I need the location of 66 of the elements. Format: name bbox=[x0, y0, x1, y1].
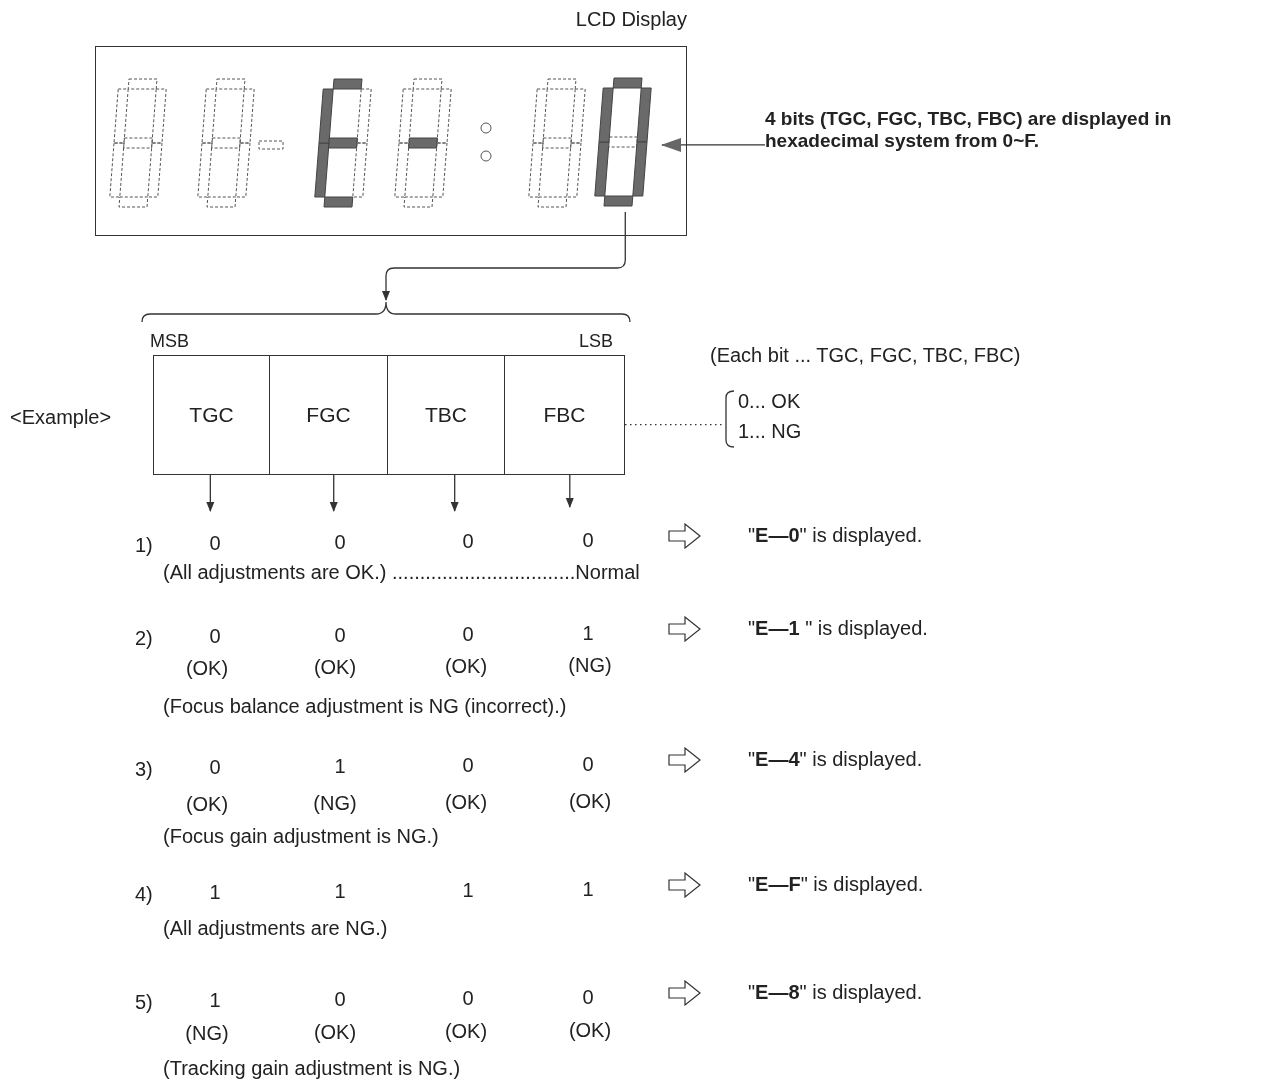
row-number: 1) bbox=[135, 533, 153, 557]
note: (Focus gain adjustment is NG.) bbox=[163, 824, 439, 848]
display-result: "E—0" is displayed. bbox=[748, 523, 923, 547]
bit-value: 0 bbox=[462, 753, 474, 777]
bit-value: 0 bbox=[582, 528, 594, 552]
callout-text: 4 bits (TGC, FGC, TBC, FBC) are displayed in hexadecimal system from 0~F. bbox=[765, 108, 1173, 152]
bit-value: 1 bbox=[209, 988, 221, 1012]
bit-value: 0 bbox=[582, 752, 594, 776]
status-text: (OK) bbox=[444, 654, 488, 678]
example-label: <Example> bbox=[10, 405, 112, 429]
bit-value: 0 bbox=[209, 624, 221, 648]
arrow bbox=[329, 474, 338, 512]
row-number: 3) bbox=[135, 757, 153, 781]
status-text: (OK) bbox=[444, 790, 488, 814]
msb-label: MSB bbox=[150, 331, 189, 352]
leader-line bbox=[624, 423, 723, 426]
bit-value: 1 bbox=[334, 754, 346, 778]
display-title: LCD Display bbox=[575, 8, 687, 31]
note: (All adjustments are NG.) bbox=[163, 916, 388, 940]
row-number: 2) bbox=[135, 626, 153, 650]
bit-cell: TBC bbox=[388, 355, 505, 475]
note: (Focus balance adjustment is NG (incorrect).) bbox=[163, 694, 567, 718]
arrow bbox=[206, 474, 215, 512]
bit-meaning: 1... NG bbox=[738, 420, 802, 443]
arrow bbox=[382, 211, 626, 301]
bit-value: 0 bbox=[462, 986, 474, 1010]
arrow bbox=[450, 474, 459, 512]
status-text: (OK) bbox=[568, 789, 612, 813]
arrow bbox=[661, 137, 766, 152]
bit-value: 1 bbox=[582, 621, 594, 645]
bit-value: 0 bbox=[462, 529, 474, 553]
display-result: "E—8" is displayed. bbox=[748, 980, 923, 1004]
status-text: (NG) bbox=[568, 653, 612, 677]
row-number: 5) bbox=[135, 990, 153, 1014]
status-text: (OK) bbox=[185, 792, 229, 816]
row-number: 4) bbox=[135, 882, 153, 906]
display-result: "E—F" is displayed. bbox=[748, 872, 924, 896]
bit-value: 0 bbox=[462, 622, 474, 646]
bit-value: 0 bbox=[582, 985, 594, 1009]
status-text: (NG) bbox=[313, 791, 357, 815]
status-text: (OK) bbox=[313, 1020, 357, 1044]
status-text: (OK) bbox=[568, 1018, 612, 1042]
display-result: "E—1 " is displayed. bbox=[748, 616, 928, 640]
status-text: (OK) bbox=[185, 656, 229, 680]
display-result: "E—4" is displayed. bbox=[748, 747, 923, 771]
bit-value: 0 bbox=[209, 755, 221, 779]
bit-meaning: 0... OK bbox=[738, 390, 801, 413]
arrow bbox=[565, 474, 574, 508]
bit-value: 0 bbox=[209, 531, 221, 555]
bit-cell: FBC bbox=[505, 355, 625, 475]
bit-cell: TGC bbox=[153, 355, 270, 475]
bit-cell: FGC bbox=[270, 355, 388, 475]
status-text: (NG) bbox=[185, 1021, 229, 1045]
note: (Each bit ... TGC, FGC, TBC, FBC) bbox=[710, 343, 1021, 367]
status-text: (OK) bbox=[313, 655, 357, 679]
bit-value: 1 bbox=[462, 878, 474, 902]
note: (Tracking gain adjustment is NG.) bbox=[163, 1056, 461, 1080]
status-text: (OK) bbox=[444, 1019, 488, 1043]
bit-value: 0 bbox=[334, 530, 346, 554]
bit-value: 1 bbox=[334, 879, 346, 903]
bit-value: 0 bbox=[334, 623, 346, 647]
note: (All adjustments are OK.) .................................Normal bbox=[163, 560, 640, 584]
lsb-label: LSB bbox=[579, 331, 614, 352]
bit-value: 0 bbox=[334, 987, 346, 1011]
bit-value: 1 bbox=[582, 877, 594, 901]
bit-value: 1 bbox=[209, 880, 221, 904]
